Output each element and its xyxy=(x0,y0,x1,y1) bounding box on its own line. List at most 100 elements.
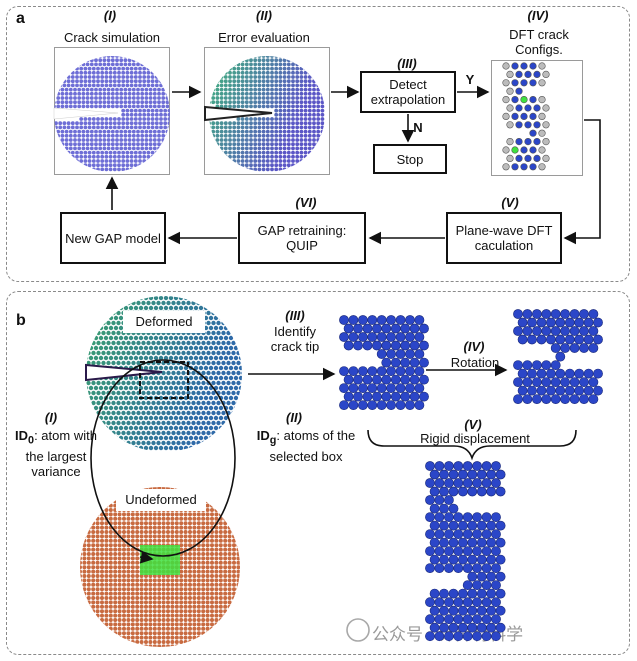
atom xyxy=(241,360,242,366)
cluster-atom xyxy=(390,374,401,385)
atom xyxy=(227,618,232,622)
atom xyxy=(236,129,241,134)
atom xyxy=(218,587,223,592)
atom xyxy=(231,390,236,396)
cluster-atom xyxy=(439,486,449,497)
atom xyxy=(150,159,155,163)
atom xyxy=(103,345,109,351)
atom xyxy=(244,159,249,163)
atom xyxy=(58,75,63,79)
atom xyxy=(112,167,117,172)
atom xyxy=(95,530,100,534)
atom xyxy=(223,578,228,583)
atom xyxy=(228,159,232,163)
atom xyxy=(136,129,140,134)
cluster-atom xyxy=(495,486,506,497)
atom xyxy=(244,154,249,159)
atom xyxy=(140,96,145,100)
atom xyxy=(153,355,159,361)
atom xyxy=(203,365,209,371)
cluster-atom xyxy=(348,383,359,393)
atom xyxy=(80,487,82,490)
atom xyxy=(111,390,116,396)
atom xyxy=(112,66,117,71)
atom xyxy=(211,440,216,446)
atom xyxy=(113,395,119,401)
atom xyxy=(104,121,109,126)
atom xyxy=(82,578,87,583)
atom xyxy=(122,530,126,534)
atom xyxy=(113,631,118,636)
atom xyxy=(240,142,245,147)
atom xyxy=(135,569,140,574)
atom xyxy=(94,104,98,109)
atom xyxy=(274,125,279,130)
atom xyxy=(209,125,211,130)
atom xyxy=(86,631,91,636)
atom xyxy=(102,62,107,67)
atom xyxy=(240,83,245,88)
atom xyxy=(198,355,204,361)
atom xyxy=(303,112,308,117)
cluster-atom xyxy=(491,546,501,556)
atom xyxy=(135,626,140,631)
atom xyxy=(265,70,270,75)
atom xyxy=(249,58,253,63)
atom xyxy=(282,96,287,100)
atom xyxy=(261,138,266,142)
atom xyxy=(278,133,283,138)
atom xyxy=(153,335,159,341)
atom xyxy=(93,395,99,401)
atom xyxy=(201,556,206,561)
atom xyxy=(161,587,166,592)
atom xyxy=(64,146,69,151)
atom xyxy=(56,142,61,147)
atom xyxy=(274,112,279,117)
atom xyxy=(122,556,126,561)
atom xyxy=(201,587,206,592)
atom xyxy=(270,56,274,58)
atom xyxy=(236,538,240,543)
atom xyxy=(161,56,166,58)
atom xyxy=(183,609,188,614)
atom xyxy=(135,574,140,578)
atom xyxy=(236,613,240,618)
atom xyxy=(257,167,262,172)
atom xyxy=(54,121,58,126)
atom xyxy=(221,440,226,446)
atom xyxy=(131,100,136,105)
dft-atom xyxy=(538,62,546,70)
atom xyxy=(135,587,140,592)
atom xyxy=(93,345,99,351)
atom xyxy=(209,163,211,168)
atom xyxy=(104,79,109,84)
atom xyxy=(91,596,96,600)
atom xyxy=(88,335,94,341)
atom xyxy=(96,154,100,159)
atom xyxy=(113,591,118,596)
atom xyxy=(101,430,106,436)
atom xyxy=(307,79,312,84)
atom xyxy=(278,100,283,105)
atom xyxy=(94,91,98,96)
atom xyxy=(221,360,226,366)
panel-b-letter: b xyxy=(16,312,26,329)
atom xyxy=(66,125,71,130)
atom xyxy=(133,345,139,351)
atom xyxy=(231,340,236,346)
atom xyxy=(115,104,119,109)
atom xyxy=(165,62,170,67)
atom xyxy=(68,133,73,138)
atom xyxy=(228,315,234,321)
atom xyxy=(70,75,75,79)
atom xyxy=(193,445,199,451)
atom xyxy=(98,385,104,391)
atom xyxy=(117,635,122,640)
cluster-atom xyxy=(579,377,589,387)
atom xyxy=(116,360,121,366)
atom xyxy=(232,587,236,592)
atom xyxy=(117,117,121,121)
atom xyxy=(142,117,147,121)
atom xyxy=(131,350,136,356)
atom xyxy=(238,415,242,421)
